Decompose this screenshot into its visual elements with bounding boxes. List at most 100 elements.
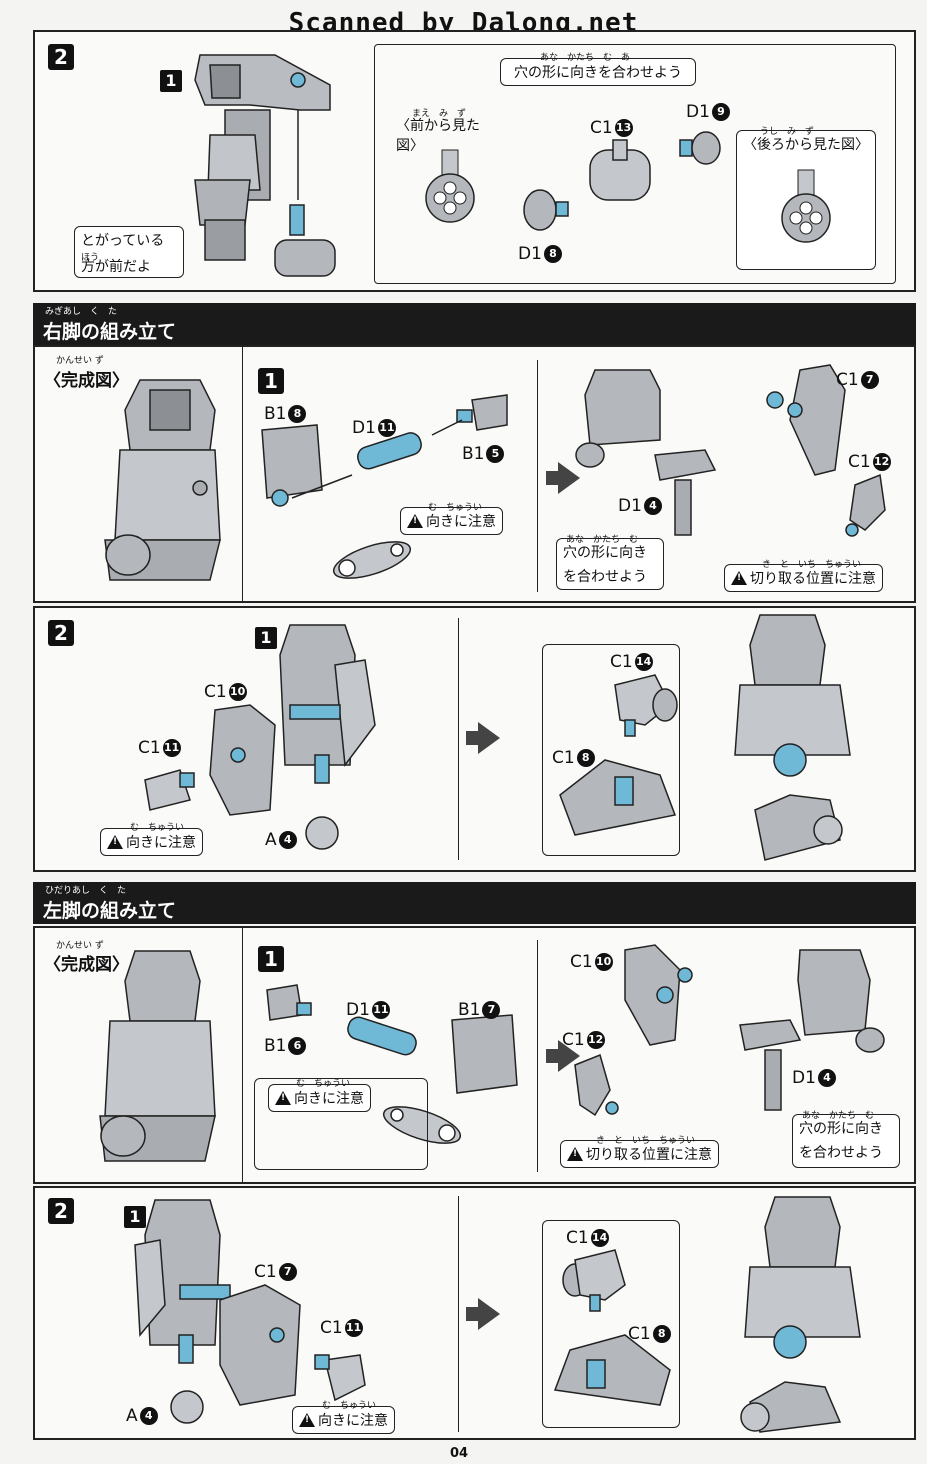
top-joint-assembly (523, 131, 721, 231)
right-s1-orient-warning: 向きに注意 (400, 507, 503, 535)
right-step1-mid-divider (537, 360, 538, 592)
right-s2-assembly (144, 624, 376, 850)
right-step2-number: 2 (48, 620, 74, 646)
tip-rubi: ほう (81, 253, 100, 263)
front-view-part (425, 149, 475, 223)
right-leg-complete-illustration (104, 379, 221, 581)
right-complete-label: 〈完成図〉 (44, 371, 129, 391)
left-step1-number: 1 (258, 946, 284, 972)
warning-icon (299, 1413, 315, 1427)
front-view-rubi: まえ み ず (412, 109, 467, 119)
top-align-rubi: あな かたち む あ (540, 53, 631, 63)
right-leg-title-rubi: みぎあし く た (45, 307, 118, 317)
left-s2-assembly (134, 1199, 366, 1424)
right-s2-flow-arrow (466, 722, 500, 754)
top-align-callout: 穴の形に向きを合わせよう (500, 58, 696, 86)
right-s1-align-callout: 穴の形に向き を合わせよう (556, 538, 664, 590)
left-step2-divider (458, 1196, 459, 1432)
left-s2-result (740, 1196, 861, 1433)
left-leg-complete-illustration (99, 950, 216, 1162)
left-complete-rubi: かんせい ず (56, 941, 104, 951)
left-complete-label: 〈完成図〉 (44, 955, 129, 975)
left-s2-orient-rubi: む ちゅうい (322, 1401, 377, 1411)
right-s2-orient-rubi: む ちゅうい (130, 823, 185, 833)
right-s2-orient-warning: 向きに注意 (100, 828, 203, 856)
left-leg-title-rubi: ひだりあし く た (45, 886, 127, 896)
left-s1-align-callout: 穴の形に向き を合わせよう (792, 1114, 900, 1168)
warning-icon (407, 514, 423, 528)
back-view-rubi: うし み ず (760, 127, 815, 137)
left-s1-orient-rubi: む ちゅうい (296, 1079, 351, 1089)
right-s1-cut-warning: 切り取る位置に注意 (724, 564, 883, 592)
right-s1-orient-rubi: む ちゅうい (428, 503, 483, 513)
warning-icon (275, 1091, 291, 1105)
front-view-box: 〈前から見た図〉 (390, 112, 500, 242)
right-s2-detail-parts (559, 674, 678, 836)
right-step2-divider (458, 618, 459, 860)
left-s1-parts-left (266, 984, 518, 1144)
right-s1-parts-left (261, 394, 508, 579)
left-s2-substep: 1 (124, 1206, 146, 1228)
right-complete-divider (242, 345, 243, 603)
page-number: 04 (450, 1446, 469, 1461)
right-complete-rubi: かんせい ず (56, 356, 104, 366)
front-view-label: 〈前から見た図〉 (396, 118, 480, 154)
left-s1-cut-rubi: き と いち ちゅうい (596, 1136, 696, 1146)
back-view-part (781, 169, 831, 243)
align-text: 穴の形に向きを合わせよう (514, 65, 682, 81)
back-view-label: 〈後ろから見た図〉 (743, 137, 869, 153)
right-s1-cut-rubi: き と いち ちゅうい (762, 560, 862, 570)
left-s1-flow-arrow (546, 1040, 580, 1072)
left-s1-parts-right (574, 944, 885, 1117)
left-s1-orient-warning: 向きに注意 (268, 1084, 371, 1112)
right-s2-result (734, 614, 851, 861)
right-step1-number: 1 (258, 368, 284, 394)
warning-icon (567, 1147, 583, 1161)
left-leg-header: ひだりあし く た 左脚の組み立て (33, 882, 916, 924)
left-s1-orient-box (254, 1078, 428, 1170)
warning-icon (107, 835, 123, 849)
right-s2-substep: 1 (255, 627, 277, 649)
left-complete-divider (242, 926, 243, 1184)
right-s1-align-rubi: あな かたち む (566, 535, 639, 545)
tip-line1: とがっている (81, 233, 165, 249)
left-step1-mid-divider (537, 940, 538, 1172)
left-s1-align-rubi: あな かたち む (802, 1111, 875, 1121)
right-leg-header: みぎあし く た 右脚の組み立て (33, 303, 916, 345)
warning-icon (731, 571, 747, 585)
right-leg-title: 右脚の組み立て (43, 321, 177, 343)
top-step-number: 2 (48, 44, 74, 70)
right-s1-flow-arrow (546, 462, 580, 494)
left-leg-title: 左脚の組み立て (43, 900, 177, 922)
left-s2-flow-arrow (466, 1298, 500, 1330)
top-substep-number: 1 (160, 70, 182, 92)
top-arm-illustration (194, 54, 336, 277)
left-s2-detail-parts (553, 1249, 671, 1406)
left-s2-orient-warning: 向きに注意 (292, 1406, 395, 1434)
